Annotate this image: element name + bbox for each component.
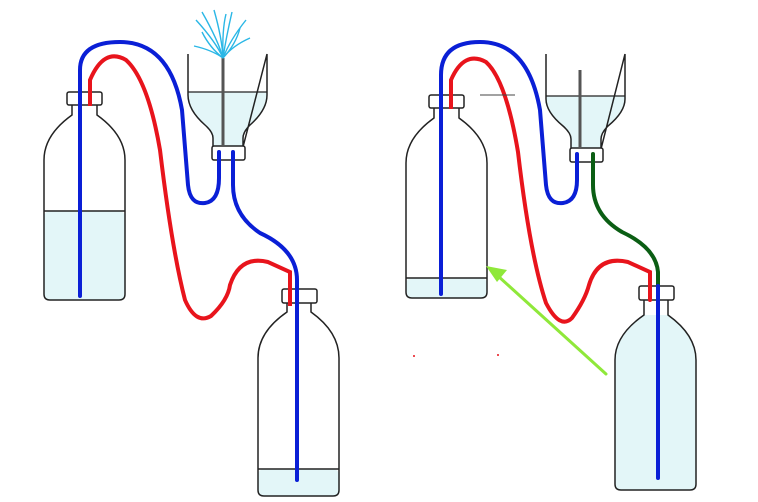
red-tube bbox=[449, 56, 652, 324]
bottle-body bbox=[43, 105, 126, 301]
right-panel bbox=[405, 39, 697, 491]
funnel-right bbox=[545, 53, 626, 163]
funnel-cap bbox=[569, 147, 604, 163]
bottle-water bbox=[258, 469, 339, 496]
bottle-body bbox=[614, 299, 697, 491]
red-tube bbox=[88, 54, 292, 321]
bottle-body bbox=[257, 302, 340, 497]
transfer-arrow-icon bbox=[486, 266, 608, 376]
lower-bottle-right bbox=[614, 285, 697, 491]
funnel-cap bbox=[211, 145, 246, 161]
funnel-water bbox=[188, 92, 267, 147]
left-panel bbox=[43, 9, 340, 497]
bottle-cap bbox=[281, 288, 318, 304]
green-tube bbox=[591, 152, 660, 288]
stray-dot bbox=[413, 355, 415, 357]
blue-tube-lower bbox=[231, 150, 299, 482]
stray-dot bbox=[497, 354, 499, 356]
upper-bottle-right bbox=[405, 94, 488, 299]
blue-tube-upper bbox=[439, 39, 579, 296]
bottle-water bbox=[406, 278, 487, 298]
bottle-water bbox=[615, 315, 696, 490]
funnel-body bbox=[545, 53, 626, 150]
blue-tube-upper bbox=[78, 39, 221, 298]
funnel-left bbox=[187, 9, 268, 161]
funnel-water bbox=[546, 96, 625, 149]
spray-splash-icon bbox=[193, 9, 251, 59]
bottle-body bbox=[405, 108, 488, 299]
funnel-body bbox=[187, 53, 268, 148]
bottle-cap bbox=[428, 94, 465, 109]
bottle-cap bbox=[66, 91, 103, 106]
bottle-water bbox=[44, 211, 125, 300]
upper-bottle-left bbox=[43, 91, 126, 301]
